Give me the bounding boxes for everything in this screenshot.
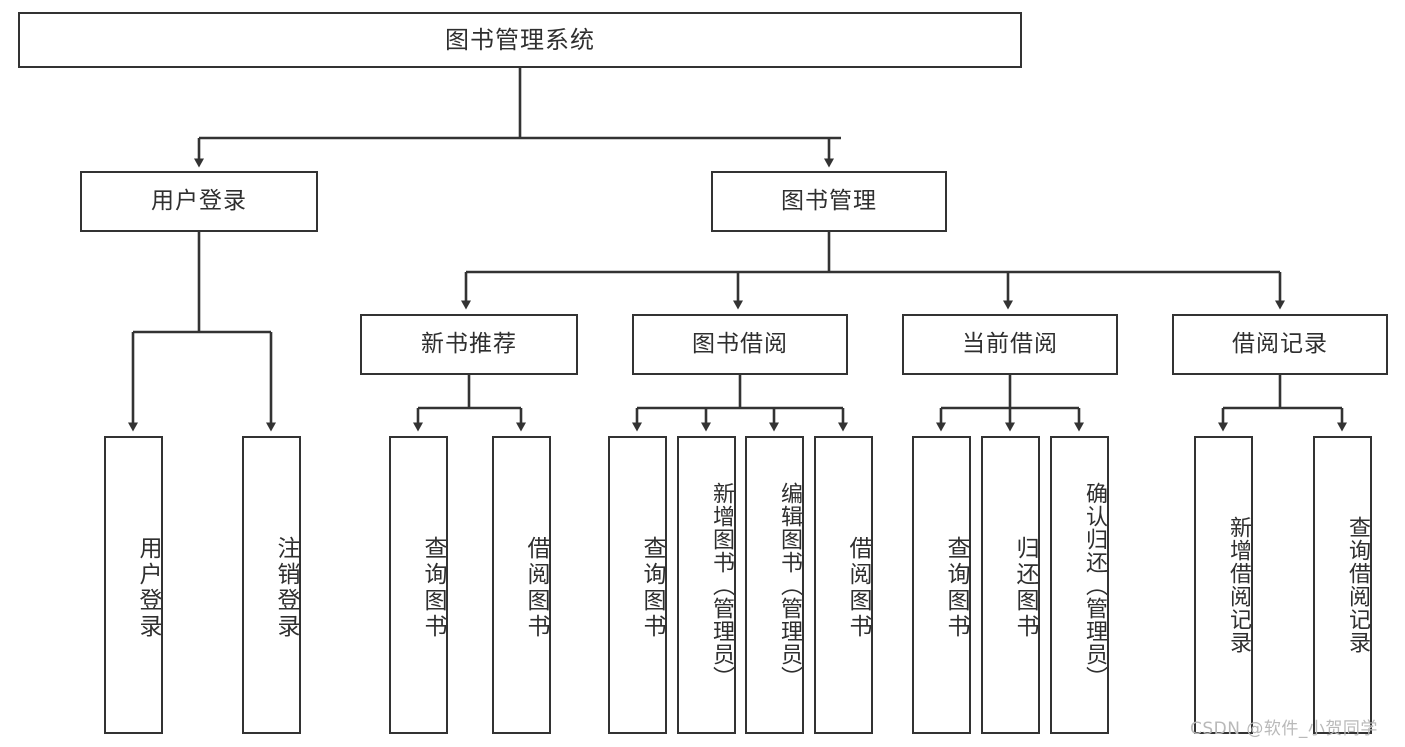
leaf-borrow-book-recommend[interactable]: 借阅图书	[492, 436, 551, 734]
leaf-borrow-book[interactable]: 借阅图书	[814, 436, 873, 734]
node-root-system[interactable]: 图书管理系统	[18, 12, 1022, 68]
csdn-watermark: CSDN @软件_小贺同学	[1190, 719, 1378, 739]
leaf-add-borrow-record[interactable]: 新增借阅记录	[1194, 436, 1253, 734]
node-book-manage[interactable]: 图书管理	[711, 171, 947, 232]
leaf-confirm-return-admin[interactable]: 确认归还（管理员）	[1050, 436, 1109, 734]
node-new-book-recommend[interactable]: 新书推荐	[360, 314, 578, 375]
leaf-user-login[interactable]: 用户登录	[104, 436, 163, 734]
leaf-logout-login[interactable]: 注销登录	[242, 436, 301, 734]
leaf-query-borrow-record[interactable]: 查询借阅记录	[1313, 436, 1372, 734]
leaf-query-book-recommend[interactable]: 查询图书	[389, 436, 448, 734]
node-current-borrow[interactable]: 当前借阅	[902, 314, 1118, 375]
leaf-edit-book-admin[interactable]: 编辑图书（管理员）	[745, 436, 804, 734]
node-book-borrow[interactable]: 图书借阅	[632, 314, 848, 375]
leaf-add-book-admin[interactable]: 新增图书（管理员）	[677, 436, 736, 734]
node-borrow-record[interactable]: 借阅记录	[1172, 314, 1388, 375]
node-user-login[interactable]: 用户登录	[80, 171, 318, 232]
leaf-query-book-current[interactable]: 查询图书	[912, 436, 971, 734]
leaf-query-book-borrow[interactable]: 查询图书	[608, 436, 667, 734]
leaf-return-book[interactable]: 归还图书	[981, 436, 1040, 734]
